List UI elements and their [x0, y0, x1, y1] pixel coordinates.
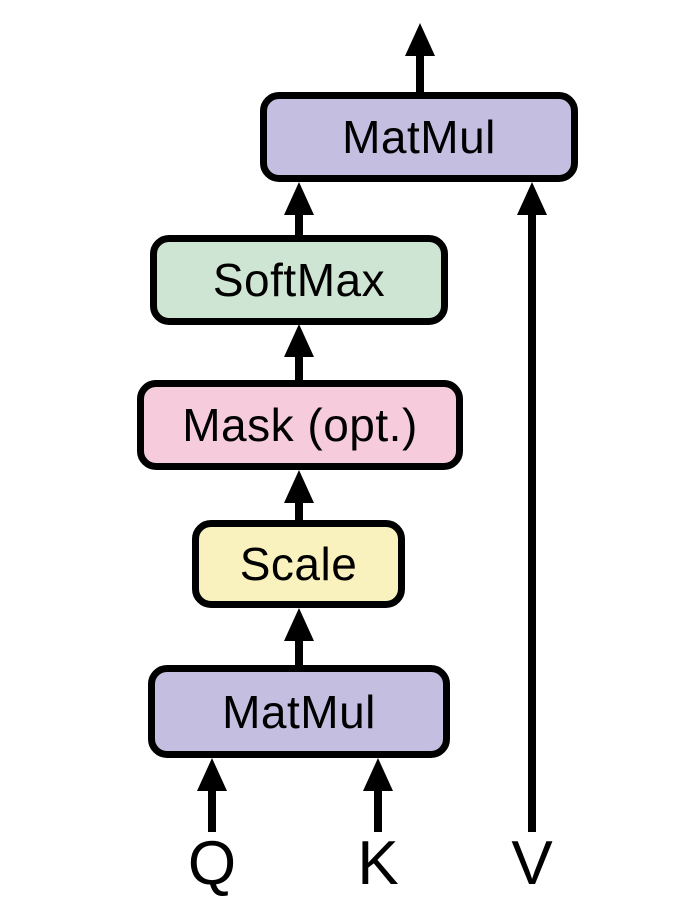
q-input-arrow-head — [197, 758, 227, 791]
v-input-arrow-stem — [528, 210, 536, 832]
output-arrow-head — [405, 23, 435, 56]
node-scale-label: Scale — [239, 538, 358, 590]
mask-to-softmax-arrow-stem — [295, 352, 303, 381]
scale-to-mask-arrow-stem — [295, 498, 303, 521]
scale-to-mask-arrow-head — [284, 470, 314, 503]
node-mask: Mask (opt.) — [137, 380, 463, 470]
node-matmul-top-label: MatMul — [342, 111, 496, 163]
softmax-to-matmul-arrow-head — [284, 182, 314, 215]
node-softmax-label: SoftMax — [212, 254, 386, 306]
q-input-arrow-stem — [208, 786, 216, 832]
input-label-q: Q — [187, 829, 237, 898]
output-arrow-stem — [416, 51, 424, 92]
matmul-to-scale-arrow-head — [284, 608, 314, 641]
v-input-arrow-head — [517, 182, 547, 215]
node-mask-label: Mask (opt.) — [182, 399, 418, 451]
mask-to-softmax-arrow-head — [284, 324, 314, 357]
input-label-v: V — [511, 829, 553, 898]
node-matmul-top: MatMul — [260, 92, 578, 182]
node-softmax: SoftMax — [150, 235, 448, 325]
k-input-arrow-stem — [374, 786, 382, 832]
node-matmul-bottom-label: MatMul — [222, 685, 376, 738]
k-input-arrow-head — [363, 758, 393, 791]
node-matmul-bottom: MatMul — [148, 665, 450, 758]
input-label-k: K — [357, 829, 399, 898]
softmax-to-matmul-arrow-stem — [295, 210, 303, 236]
node-scale: Scale — [192, 520, 405, 608]
matmul-to-scale-arrow-stem — [295, 636, 303, 666]
